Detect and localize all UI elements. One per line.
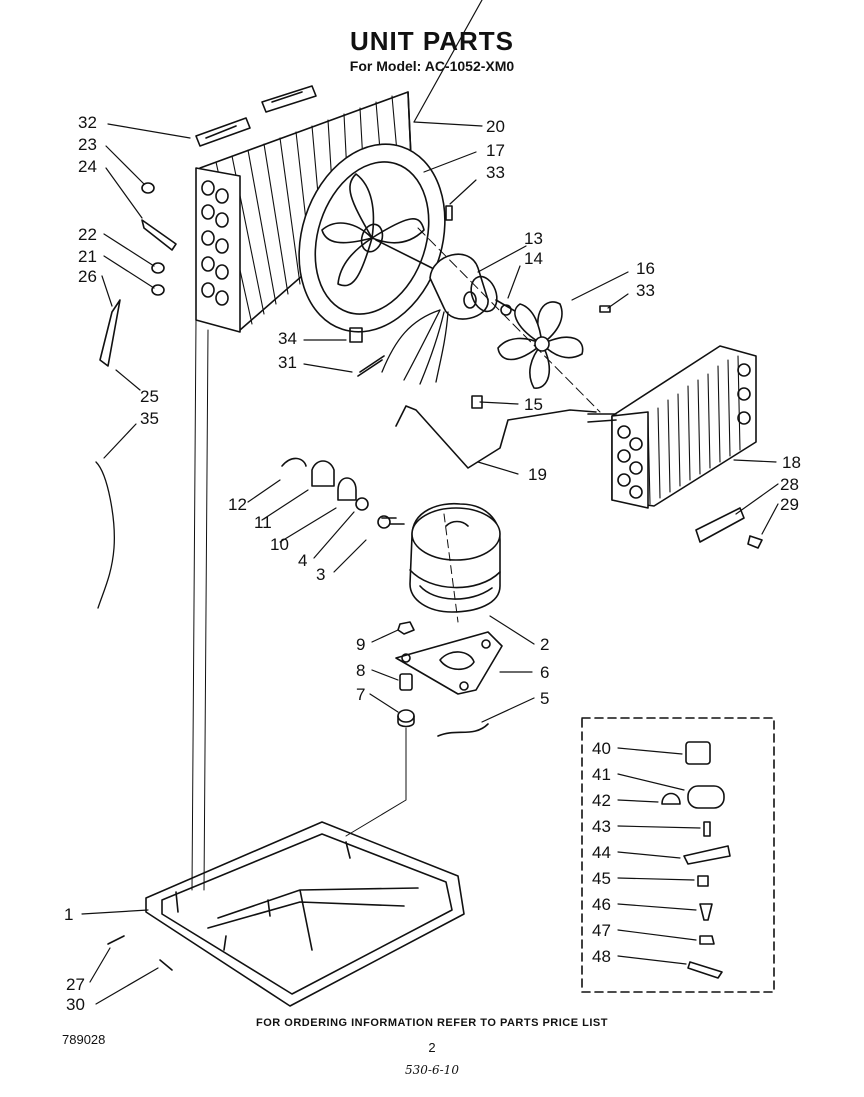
callout-40: 40 bbox=[592, 739, 611, 758]
callout-47: 47 bbox=[592, 921, 611, 940]
callout-46: 46 bbox=[592, 895, 611, 914]
wire-harness bbox=[95, 461, 115, 609]
page-number: 2 bbox=[428, 1040, 436, 1055]
callout-12: 12 bbox=[228, 495, 247, 514]
callout-33-top: 33 bbox=[486, 163, 505, 182]
callout-16: 16 bbox=[636, 259, 655, 278]
condenser-tube-bends bbox=[201, 180, 229, 306]
fan-shroud bbox=[298, 143, 446, 333]
capillary-tube bbox=[395, 405, 597, 469]
callout-28: 28 bbox=[780, 475, 799, 494]
callout-10: 10 bbox=[270, 535, 289, 554]
callout-26: 26 bbox=[78, 267, 97, 286]
callout-25: 25 bbox=[140, 387, 159, 406]
callout-labels: 1 2 3 4 5 6 7 8 9 10 11 12 13 14 15 16 1… bbox=[64, 113, 801, 1014]
terminal-cover-parts bbox=[281, 457, 369, 511]
blower-fan bbox=[497, 301, 584, 389]
callout-31: 31 bbox=[278, 353, 297, 372]
compressor bbox=[377, 502, 501, 613]
fan-nut-14 bbox=[500, 304, 512, 316]
callout-5: 5 bbox=[540, 689, 549, 708]
callout-8: 8 bbox=[356, 661, 365, 680]
control-parts-box bbox=[581, 717, 775, 993]
document-number: 789028 bbox=[62, 1032, 106, 1047]
small-hardware bbox=[107, 182, 763, 971]
callout-17: 17 bbox=[486, 141, 505, 160]
evaporator-fins bbox=[647, 355, 741, 505]
callout-1: 1 bbox=[64, 905, 73, 924]
bracket-24 bbox=[141, 219, 177, 251]
callout-2: 2 bbox=[540, 635, 549, 654]
grommet-stack bbox=[397, 621, 415, 728]
bracket-26 bbox=[99, 299, 121, 367]
callout-27: 27 bbox=[66, 975, 85, 994]
callout-4: 4 bbox=[298, 551, 307, 570]
fan-motor bbox=[375, 239, 521, 320]
callout-7: 7 bbox=[356, 685, 365, 704]
evaporator-tube-bends bbox=[617, 363, 751, 499]
callout-11: 11 bbox=[254, 513, 272, 532]
callout-45: 45 bbox=[592, 869, 611, 888]
callout-15: 15 bbox=[524, 395, 543, 414]
model-subtitle: For Model: AC-1052-XM0 bbox=[349, 58, 515, 74]
callout-18: 18 bbox=[782, 453, 801, 472]
evaporator-coil bbox=[587, 345, 757, 509]
motor-leads bbox=[381, 309, 449, 385]
callout-29: 29 bbox=[780, 495, 799, 514]
callout-35: 35 bbox=[140, 409, 159, 428]
ordering-note: FOR ORDERING INFORMATION REFER TO PARTS … bbox=[256, 1017, 608, 1029]
top-wood-blocks bbox=[195, 85, 317, 147]
alignment-lines bbox=[191, 227, 601, 891]
callout-13: 13 bbox=[524, 229, 543, 248]
callout-43: 43 bbox=[592, 817, 611, 836]
callout-20: 20 bbox=[486, 117, 505, 136]
callout-24: 24 bbox=[78, 157, 97, 176]
callout-34: 34 bbox=[278, 329, 297, 348]
callout-3: 3 bbox=[316, 565, 325, 584]
callout-22: 22 bbox=[78, 225, 97, 244]
callout-32: 32 bbox=[78, 113, 97, 132]
callout-21: 21 bbox=[78, 247, 97, 266]
callout-19: 19 bbox=[528, 465, 547, 484]
callout-48: 48 bbox=[592, 947, 611, 966]
callout-41: 41 bbox=[592, 765, 611, 784]
callout-9: 9 bbox=[356, 635, 365, 654]
leader-lines bbox=[81, 0, 779, 1005]
page-title: UNIT PARTS bbox=[349, 26, 515, 56]
handwritten-note: 530-6-10 bbox=[405, 1063, 459, 1077]
callout-6: 6 bbox=[540, 663, 549, 682]
callout-33-fan: 33 bbox=[636, 281, 655, 300]
callout-30: 30 bbox=[66, 995, 85, 1014]
base-pan bbox=[145, 821, 465, 1007]
callout-44: 44 bbox=[592, 843, 611, 862]
callout-42: 42 bbox=[592, 791, 611, 810]
callout-14: 14 bbox=[524, 249, 543, 268]
compressor-mount bbox=[395, 631, 503, 695]
callout-23: 23 bbox=[78, 135, 97, 154]
